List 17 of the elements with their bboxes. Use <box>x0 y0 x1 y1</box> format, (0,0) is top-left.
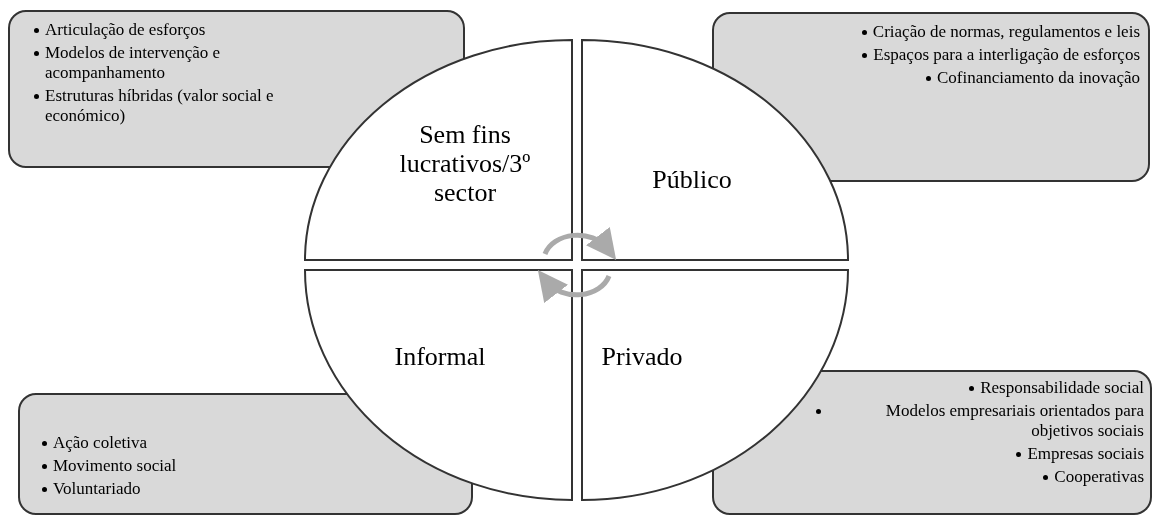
quadrant-label: Informal <box>393 342 487 371</box>
bullet-item: Criação de normas, regulamentos e leis <box>859 22 1140 42</box>
quadrant-label: Público <box>651 165 733 194</box>
bullet-item: Articulação de esforços <box>32 20 287 40</box>
bullet-item: Modelos empresariais orientados para objetivos sociais <box>814 401 1144 441</box>
quadrant-label: Sem fins lucrativos/3º sector <box>398 120 532 207</box>
bullet-item: Voluntariado <box>40 479 300 499</box>
bullet-item: Estruturas híbridas (valor social e económico) <box>32 86 287 126</box>
bullet-item: Responsabilidade social <box>967 378 1144 398</box>
bullet-item: Ação coletiva <box>40 433 300 453</box>
bullet-item: Cofinanciamento da inovação <box>924 68 1140 88</box>
bullet-item: Cooperativas <box>1041 467 1144 487</box>
bullet-item: Empresas sociais <box>1014 444 1144 464</box>
bullet-item: Movimento social <box>40 456 300 476</box>
bullet-item: Espaços para a interligação de esforços <box>860 45 1140 65</box>
bullet-item: Modelos de intervenção e acompanhamento <box>32 43 287 83</box>
quadrant-label: Privado <box>600 342 684 371</box>
